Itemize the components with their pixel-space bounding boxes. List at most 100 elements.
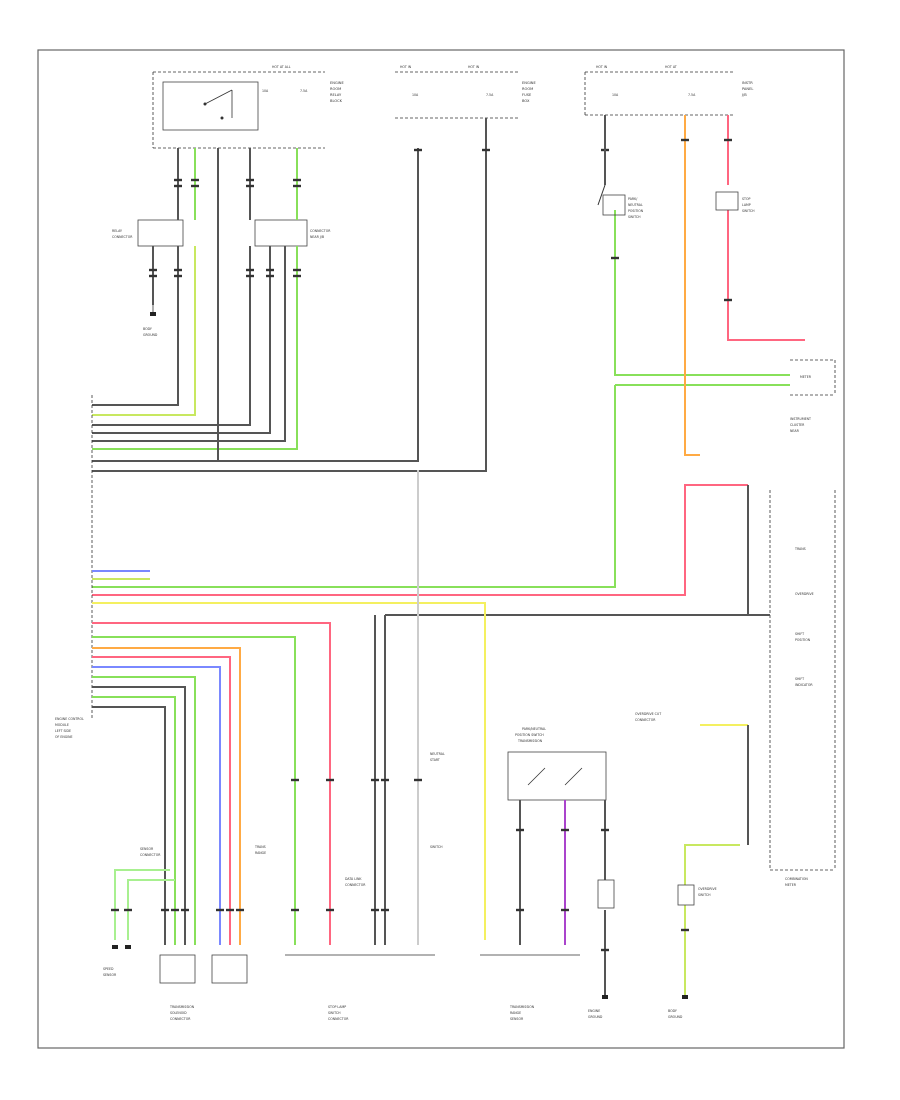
overdrive-switch-box: PARK/NEUTRAL POSITION SWITCH TRANSMISSIO… (507, 727, 607, 801)
svg-text:POSITION: POSITION (628, 209, 644, 213)
svg-text:PARK/NEUTRAL: PARK/NEUTRAL (522, 727, 546, 731)
svg-text:OVERDRIVE: OVERDRIVE (698, 887, 717, 891)
svg-text:TRANSMISSION: TRANSMISSION (517, 739, 543, 743)
svg-text:SHIFT: SHIFT (795, 632, 804, 636)
combination-meter: METER INSTRUMENT CLUSTER NEAR TRANS OVER… (769, 359, 836, 887)
svg-text:7.5A: 7.5A (688, 93, 696, 97)
svg-text:START: START (430, 758, 440, 762)
speed-sensor: SPEED SENSOR (103, 945, 131, 977)
svg-text:BLOCK: BLOCK (330, 99, 343, 103)
svg-text:SENSOR: SENSOR (140, 847, 154, 851)
svg-text:CONNECTOR: CONNECTOR (345, 883, 366, 887)
relay-box-1: RELAY CONNECTOR (112, 219, 184, 247)
svg-text:TRANS: TRANS (794, 547, 806, 551)
fuse-block-right: HOT IN HOT AT 10A 7.5A INSTR PANEL J/B (584, 65, 753, 116)
svg-text:LAMP: LAMP (742, 203, 751, 207)
svg-text:SOLENOID: SOLENOID (170, 1011, 187, 1015)
svg-text:POSITION: POSITION (795, 638, 811, 642)
svg-text:SWITCH: SWITCH (628, 215, 641, 219)
svg-text:RANGE: RANGE (255, 851, 266, 855)
svg-text:INSTR: INSTR (742, 81, 753, 85)
svg-text:ENGINE: ENGINE (330, 81, 344, 85)
svg-text:J/B: J/B (741, 93, 747, 97)
svg-text:HOT AT: HOT AT (665, 65, 677, 69)
svg-text:METER: METER (785, 883, 797, 887)
svg-text:CONNECTOR: CONNECTOR (140, 853, 161, 857)
switch-symbol-right: PARK/ NEUTRAL POSITION SWITCH (602, 194, 644, 219)
diagram-frame (37, 49, 845, 1049)
svg-text:10A: 10A (262, 89, 269, 93)
svg-text:GROUND: GROUND (588, 1015, 603, 1019)
svg-text:OVERDRIVE CUT: OVERDRIVE CUT (635, 712, 661, 716)
svg-text:BODY: BODY (668, 1009, 677, 1013)
svg-text:SWITCH: SWITCH (328, 1011, 341, 1015)
svg-text:SWITCH: SWITCH (430, 845, 443, 849)
svg-text:CONNECTOR: CONNECTOR (328, 1017, 349, 1021)
svg-text:HOT IN: HOT IN (596, 65, 608, 69)
svg-text:HOT IN: HOT IN (468, 65, 480, 69)
svg-text:GROUND: GROUND (143, 333, 158, 337)
svg-text:CONNECTOR: CONNECTOR (170, 1017, 191, 1021)
stop-lamp-symbol: STOP LAMP SWITCH (715, 191, 755, 213)
svg-text:RELAY: RELAY (112, 229, 122, 233)
svg-text:STOP: STOP (742, 197, 750, 201)
svg-text:HOT AT ALL: HOT AT ALL (272, 65, 291, 69)
svg-text:OVERDRIVE: OVERDRIVE (795, 592, 814, 596)
svg-text:CONNECTOR: CONNECTOR (635, 718, 656, 722)
svg-text:SPEED: SPEED (103, 967, 114, 971)
svg-text:10A: 10A (412, 93, 419, 97)
svg-text:PARK/: PARK/ (628, 197, 638, 201)
svg-text:BODY: BODY (143, 327, 152, 331)
svg-text:INDICATOR: INDICATOR (795, 683, 813, 687)
svg-text:INSTRUMENT: INSTRUMENT (790, 417, 811, 421)
svg-text:TRANS: TRANS (254, 845, 266, 849)
svg-text:HOT IN: HOT IN (400, 65, 412, 69)
svg-text:SWITCH: SWITCH (742, 209, 755, 213)
svg-text:NEAR J/B: NEAR J/B (310, 235, 324, 239)
svg-text:STOP LAMP: STOP LAMP (328, 1005, 346, 1009)
svg-text:NEUTRAL: NEUTRAL (430, 752, 445, 756)
svg-text:COMBINATION: COMBINATION (785, 877, 808, 881)
relay-box-2: CONNECTOR NEAR J/B (254, 219, 331, 247)
fuse-block-middle: HOT IN HOT IN 10A 7.5A ENGINE ROOM FUSE … (395, 65, 536, 119)
connector-ticks-top (174, 178, 301, 188)
svg-text:SHIFT: SHIFT (795, 677, 804, 681)
ground-symbol-2: BODY GROUND OVERDRIVE SWITCH (668, 884, 717, 1019)
svg-text:PANEL: PANEL (742, 87, 753, 91)
ground-symbol-relay: BODY GROUND (143, 305, 158, 337)
svg-text:SWITCH: SWITCH (698, 893, 711, 897)
park-neutral-connector: TRANSMISSION RANGE SENSOR (480, 954, 580, 1021)
svg-text:MODULE: MODULE (55, 723, 69, 727)
ground-symbol-1: ENGINE GROUND (588, 879, 615, 1019)
svg-text:10A: 10A (612, 93, 619, 97)
svg-text:RELAY: RELAY (330, 93, 342, 97)
svg-text:RANGE: RANGE (510, 1011, 521, 1015)
svg-text:ROOM: ROOM (522, 87, 533, 91)
stop-lamp-connector: STOP LAMP SWITCH CONNECTOR (285, 954, 435, 1021)
svg-text:NEUTRAL: NEUTRAL (628, 203, 643, 207)
svg-text:CLUSTER: CLUSTER (790, 423, 805, 427)
svg-text:TRANSMISSION: TRANSMISSION (169, 1005, 195, 1009)
svg-text:7.5A: 7.5A (486, 93, 494, 97)
svg-text:CONNECTOR: CONNECTOR (310, 229, 331, 233)
svg-text:FUSE: FUSE (522, 93, 532, 97)
connector-ticks-bottom (111, 138, 732, 952)
svg-text:7.5A: 7.5A (300, 89, 308, 93)
svg-text:ENGINE CONTROL: ENGINE CONTROL (55, 717, 84, 721)
svg-text:POSITION SWITCH: POSITION SWITCH (515, 733, 544, 737)
svg-text:METER: METER (800, 375, 812, 379)
svg-text:NEAR: NEAR (790, 429, 800, 433)
middle-labels: DATA LINK CONNECTOR NEUTRAL START SWITCH… (140, 712, 661, 887)
connector-ticks-mid (149, 148, 609, 278)
svg-text:SENSOR: SENSOR (510, 1017, 524, 1021)
svg-text:TRANSMISSION: TRANSMISSION (509, 1005, 535, 1009)
svg-text:SENSOR: SENSOR (103, 973, 117, 977)
svg-text:BOX: BOX (522, 99, 530, 103)
svg-text:DATA LINK: DATA LINK (345, 877, 362, 881)
svg-text:LEFT SIDE: LEFT SIDE (55, 729, 71, 733)
svg-text:GROUND: GROUND (668, 1015, 683, 1019)
fuse-block-left: HOT AT ALL 10A 7.5A ENGINE ROOM RELAY BL… (152, 65, 344, 149)
svg-text:ENGINE: ENGINE (522, 81, 536, 85)
